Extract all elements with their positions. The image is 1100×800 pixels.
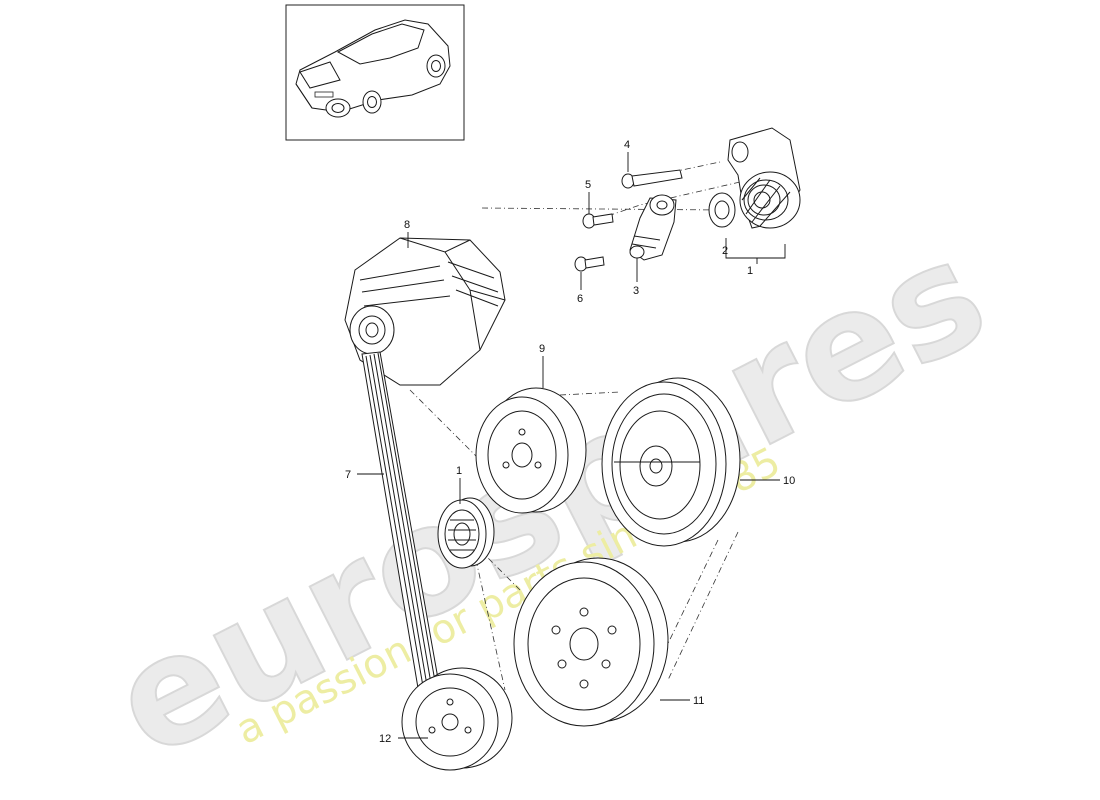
callout-5: 5 <box>585 179 591 191</box>
callout-4: 4 <box>624 139 630 151</box>
callouts: 4 5 6 3 2 1 8 9 7 10 1 11 12 <box>345 139 795 745</box>
pulley-12[interactable] <box>401 667 513 771</box>
car-thumbnail[interactable] <box>285 4 465 141</box>
callout-12: 12 <box>379 733 391 745</box>
washer[interactable] <box>708 192 736 228</box>
bolt-4[interactable] <box>621 169 683 189</box>
idler-pulley[interactable] <box>437 497 495 569</box>
car-thumbnail-icon <box>295 19 451 118</box>
callout-7: 7 <box>345 469 351 481</box>
leader-lines <box>357 152 786 739</box>
belt-damper[interactable] <box>629 194 677 261</box>
alternator[interactable] <box>344 237 506 386</box>
bolt-6[interactable] <box>574 256 605 272</box>
bolt-5[interactable] <box>582 213 614 229</box>
pulley-9[interactable] <box>475 387 587 514</box>
crankshaft-pulley-11[interactable] <box>513 557 669 727</box>
callout-6: 6 <box>577 293 583 305</box>
callout-9: 9 <box>539 343 545 355</box>
callout-1-mid: 1 <box>456 465 462 477</box>
compressor-pulley-10[interactable] <box>601 377 741 547</box>
callout-8: 8 <box>404 219 410 231</box>
callout-11: 11 <box>693 695 704 707</box>
callout-2: 2 <box>722 245 728 257</box>
callout-10: 10 <box>783 475 795 487</box>
callout-1-top: 1 <box>747 265 753 277</box>
tensioner-bracket[interactable] <box>727 127 801 229</box>
callout-3: 3 <box>633 285 639 297</box>
